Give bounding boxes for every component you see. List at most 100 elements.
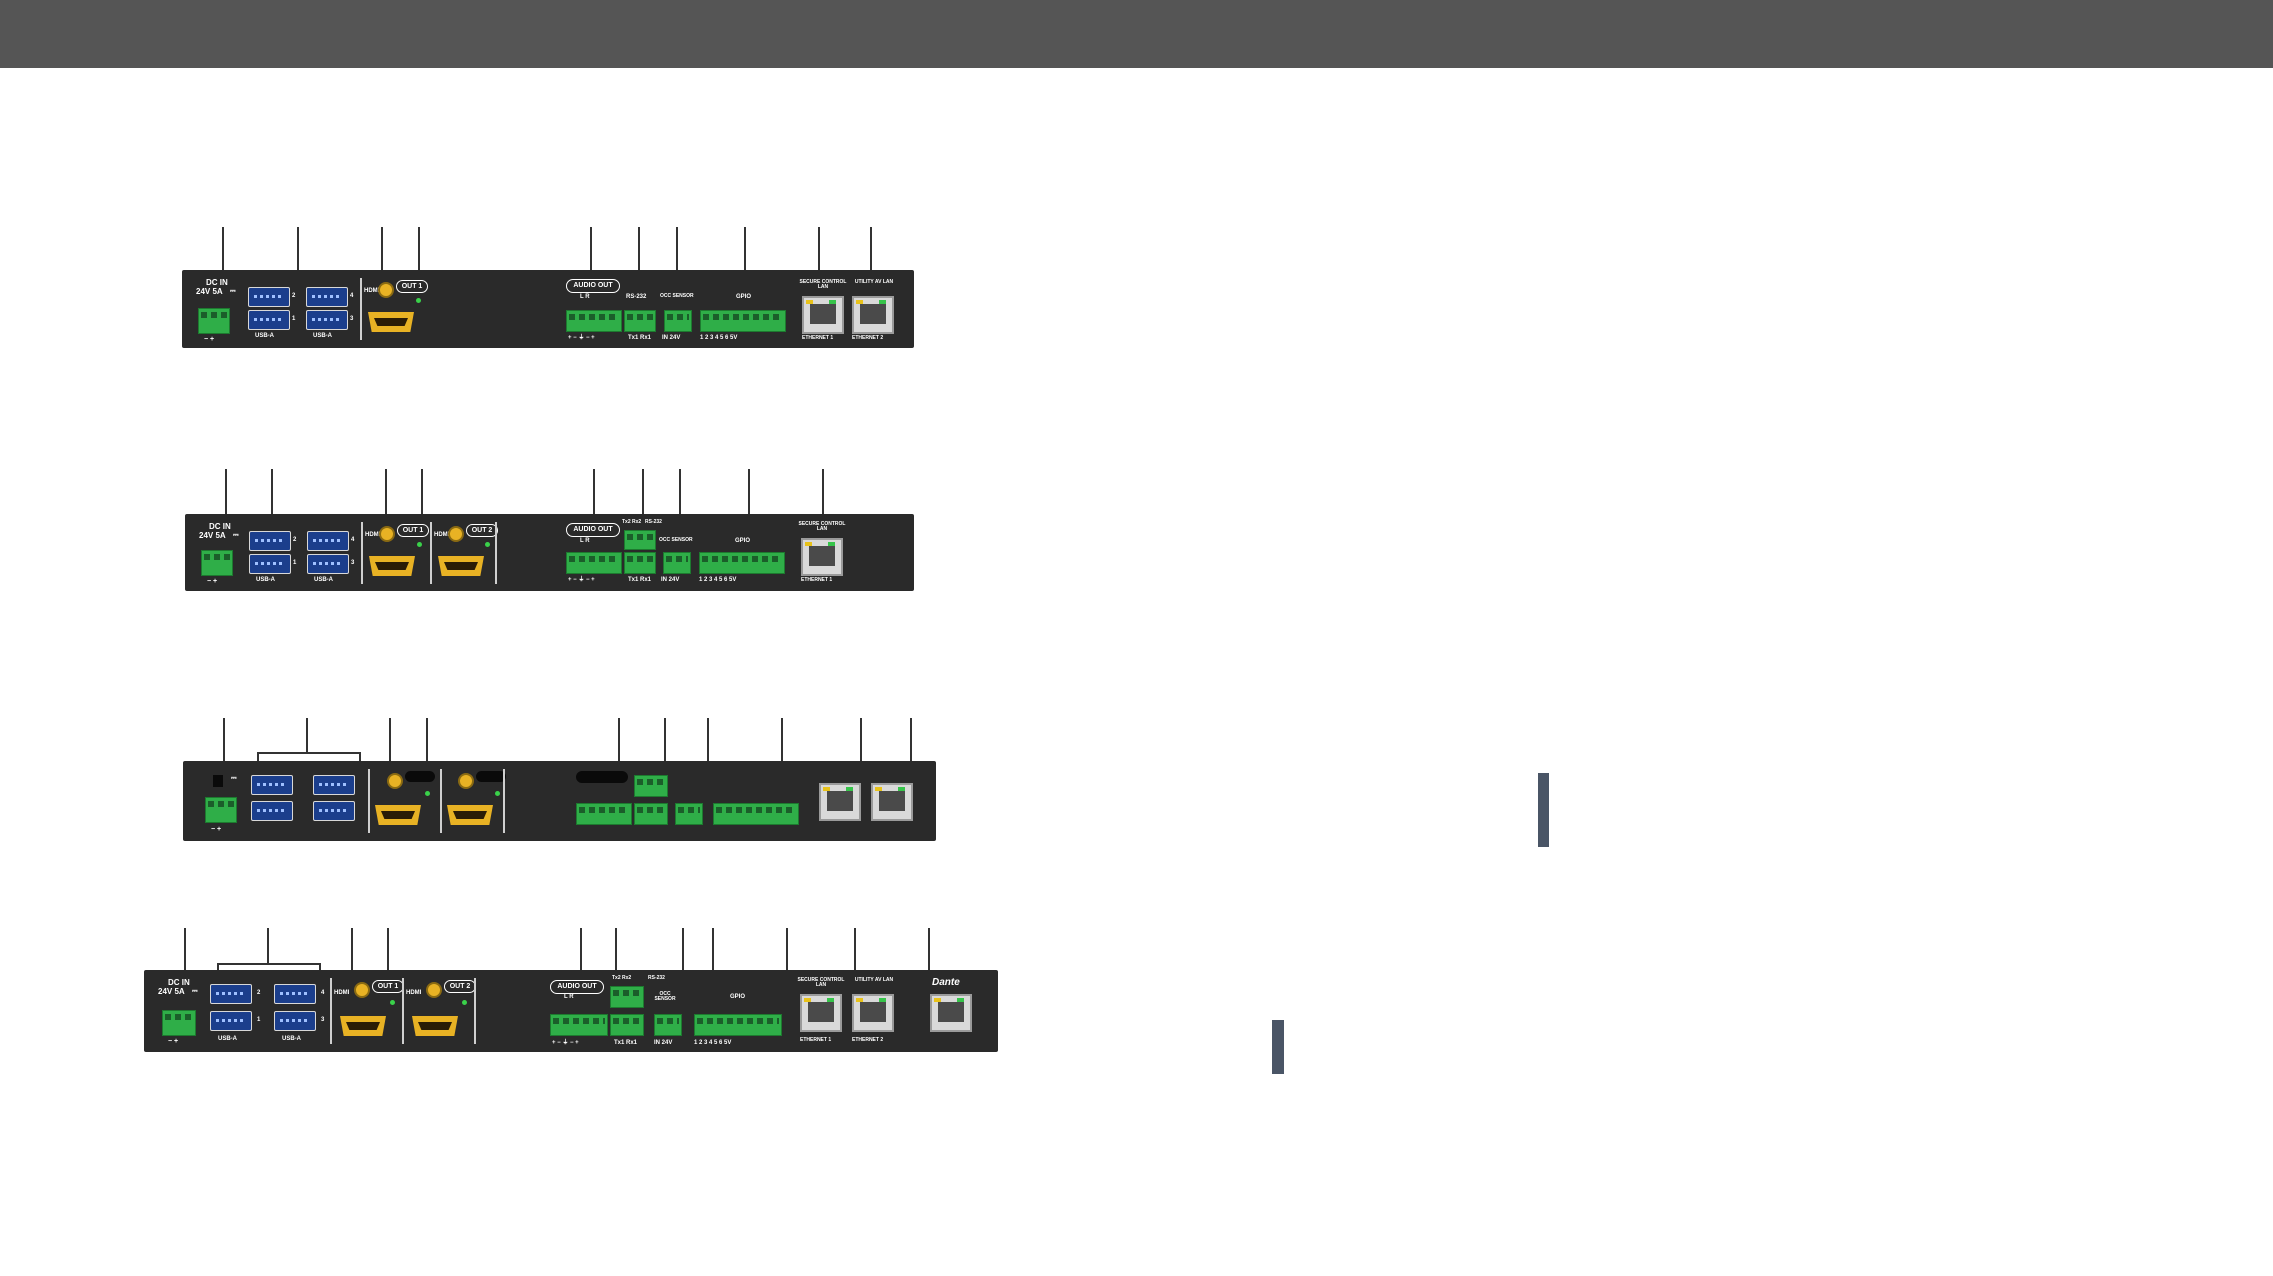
gpio-label: GPIO — [736, 294, 752, 300]
terminal-block-icon[interactable] — [663, 552, 691, 574]
terminal-block-icon[interactable] — [550, 1014, 608, 1036]
usb-a-label: USB-A — [255, 333, 274, 339]
usb-a-port-icon[interactable] — [313, 801, 355, 821]
header-bar — [0, 0, 2273, 68]
wifi-antenna-connector-icon[interactable] — [354, 982, 370, 998]
usb-a-port-icon[interactable] — [210, 1011, 252, 1031]
usb-a-port-icon[interactable] — [249, 531, 291, 551]
dc-power-terminal-icon[interactable] — [201, 550, 233, 576]
usb-a-port-icon[interactable] — [307, 531, 349, 551]
usb-a-port-icon[interactable] — [210, 984, 252, 1004]
usb-a-port-icon[interactable] — [251, 775, 293, 795]
tx1-rx1: Tx1 Rx1 — [628, 577, 652, 583]
gpio-label: GPIO — [730, 994, 746, 1000]
usb-number: 3 — [321, 1017, 325, 1023]
dc-volt-label: 24V 5A — [199, 531, 226, 540]
hdmi-port-icon[interactable] — [412, 1016, 458, 1036]
terminal-block-icon[interactable] — [694, 1014, 782, 1036]
terminal-block-icon[interactable] — [576, 803, 632, 825]
usb-a-port-icon[interactable] — [248, 310, 290, 330]
label-placeholder — [576, 771, 628, 783]
rj45-port-icon[interactable] — [871, 783, 913, 821]
rj45-port-icon[interactable] — [801, 538, 843, 576]
terminal-block-icon[interactable] — [624, 552, 656, 574]
status-led — [425, 791, 430, 796]
usb-number: 3 — [351, 560, 355, 566]
tx2-rx2: Tx2 Rx2 — [612, 975, 632, 981]
usb-a-port-icon[interactable] — [306, 310, 348, 330]
hdmi-port-icon[interactable] — [447, 805, 493, 825]
rj45-port-icon[interactable] — [930, 994, 972, 1032]
divider — [368, 769, 370, 833]
terminal-block-icon[interactable] — [610, 1014, 644, 1036]
terminal-block-icon[interactable] — [675, 803, 703, 825]
terminal-block-icon[interactable] — [566, 552, 622, 574]
usb-a-port-icon[interactable] — [251, 801, 293, 821]
dc-power-terminal-icon[interactable] — [205, 797, 237, 823]
usb-bracket — [217, 963, 321, 975]
usb-a-port-icon[interactable] — [313, 775, 355, 795]
usb-a-port-icon[interactable] — [274, 984, 316, 1004]
hdmi-port-icon[interactable] — [375, 805, 421, 825]
dc-volt-label: 24V 5A — [158, 987, 185, 996]
wifi-antenna-connector-icon[interactable] — [448, 526, 464, 542]
terminal-block-icon[interactable] — [713, 803, 799, 825]
utility-av-lan: UTILITY AV LAN — [854, 977, 894, 983]
terminal-block-icon[interactable] — [624, 530, 656, 550]
terminal-block-icon[interactable] — [634, 775, 668, 797]
hdmi-port-icon[interactable] — [340, 1016, 386, 1036]
wifi-antenna-connector-icon[interactable] — [387, 773, 403, 789]
rj45-port-icon[interactable] — [800, 994, 842, 1032]
audio-pins: + − ⏚ − + — [568, 577, 595, 583]
secure-control-lan: SECURE CONTROL LAN — [797, 977, 845, 988]
usb-a-label: USB-A — [282, 1036, 301, 1042]
terminal-block-icon[interactable] — [610, 986, 644, 1008]
wifi-antenna-connector-icon[interactable] — [458, 773, 474, 789]
rj45-port-icon[interactable] — [852, 994, 894, 1032]
audio-pins: + − ⏚ − + — [552, 1040, 579, 1046]
gpio-pins: 1 2 3 4 5 6 5V — [694, 1040, 732, 1046]
hdmi-port-icon[interactable] — [369, 556, 415, 576]
divider — [360, 278, 362, 340]
terminal-block-icon[interactable] — [624, 310, 656, 332]
tx1-rx1: Tx1 Rx1 — [614, 1040, 638, 1046]
usb-a-label: USB-A — [256, 577, 275, 583]
ethernet-1-label: ETHERNET 1 — [801, 577, 833, 583]
status-led — [417, 542, 422, 547]
terminal-block-icon[interactable] — [634, 803, 668, 825]
hdmi-port-icon[interactable] — [438, 556, 484, 576]
wifi-antenna-connector-icon[interactable] — [379, 526, 395, 542]
wifi-antenna-connector-icon[interactable] — [378, 282, 394, 298]
usb-a-port-icon[interactable] — [306, 287, 348, 307]
divider — [402, 978, 404, 1044]
rj45-port-icon[interactable] — [819, 783, 861, 821]
dc-power-terminal-icon[interactable] — [162, 1010, 196, 1036]
divider — [430, 522, 432, 584]
usb-a-port-icon[interactable] — [248, 287, 290, 307]
dc-polarity: − + — [168, 1038, 179, 1045]
terminal-block-icon[interactable] — [699, 552, 785, 574]
terminal-block-icon[interactable] — [664, 310, 692, 332]
dc-in-label: DC IN — [168, 978, 190, 987]
accent-bar — [1538, 773, 1549, 847]
usb-a-port-icon[interactable] — [307, 554, 349, 574]
usb-number: 1 — [257, 1017, 261, 1023]
label-placeholder — [476, 771, 506, 782]
hdmi-label: HDMI — [334, 990, 350, 996]
in-24v: IN 24V — [654, 1040, 673, 1046]
rj45-port-icon[interactable] — [802, 296, 844, 334]
wifi-antenna-connector-icon[interactable] — [426, 982, 442, 998]
terminal-block-icon[interactable] — [654, 1014, 682, 1036]
usb-number: 2 — [257, 990, 261, 996]
usb-a-port-icon[interactable] — [274, 1011, 316, 1031]
usb-a-port-icon[interactable] — [249, 554, 291, 574]
divider — [503, 769, 505, 833]
terminal-block-icon[interactable] — [566, 310, 622, 332]
rj45-port-icon[interactable] — [852, 296, 894, 334]
occ-sensor-label: OCC SENSOR — [659, 537, 693, 543]
dc-power-terminal-icon[interactable] — [198, 308, 230, 334]
terminal-block-icon[interactable] — [700, 310, 786, 332]
hdmi-port-icon[interactable] — [368, 312, 414, 332]
audio-out-badge: AUDIO OUT — [566, 279, 620, 293]
out-1-badge: OUT 1 — [396, 280, 428, 293]
